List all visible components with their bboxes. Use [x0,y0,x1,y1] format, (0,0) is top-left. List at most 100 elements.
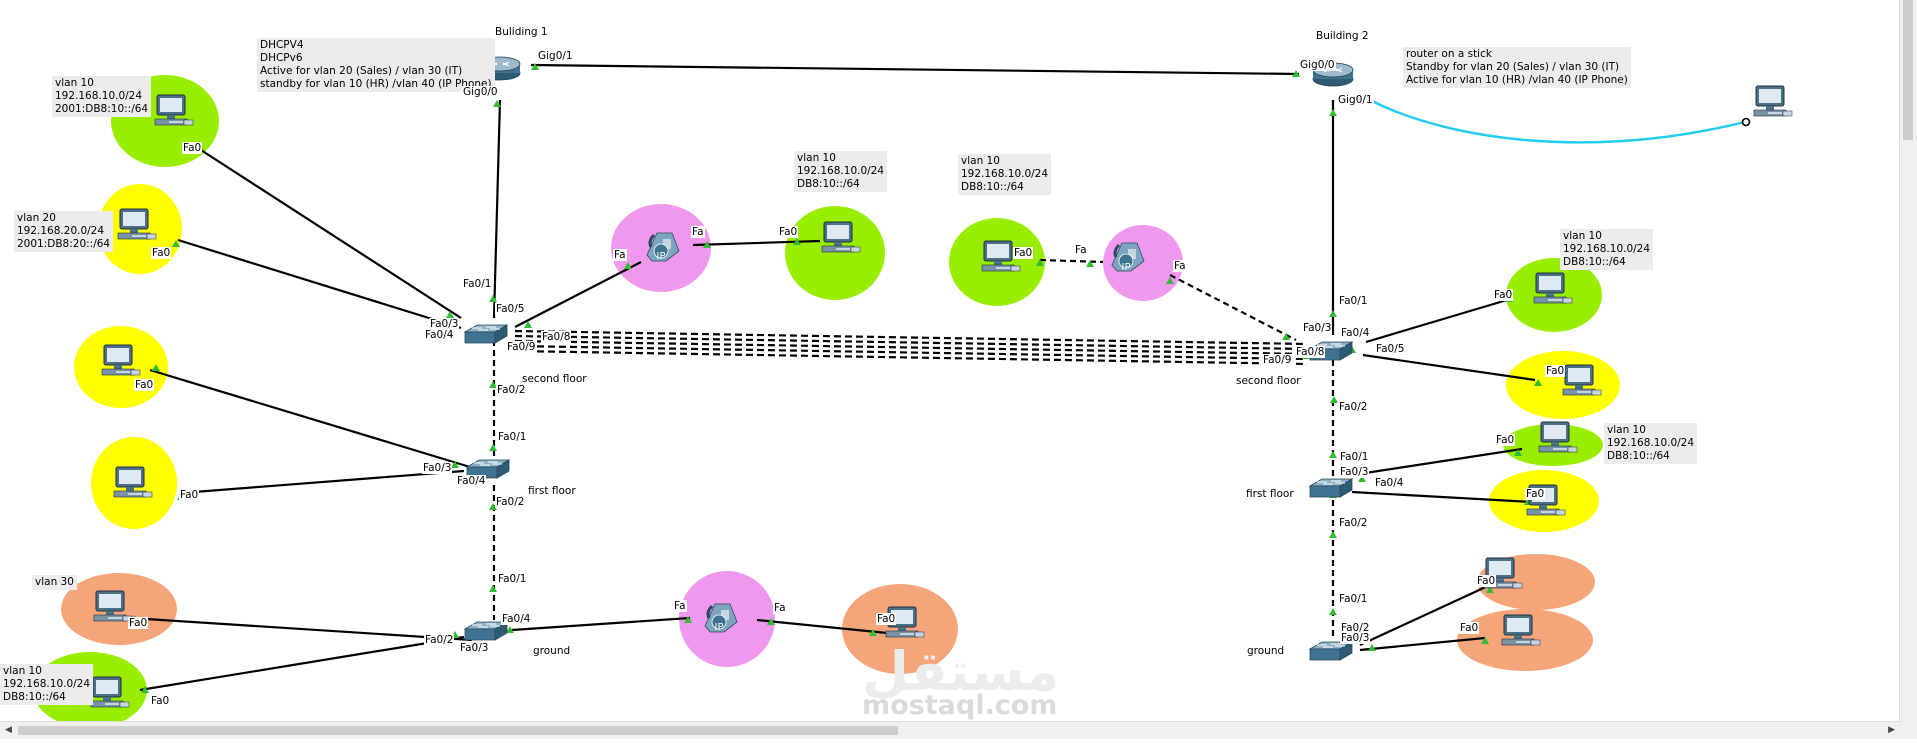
router-router-link [530,63,1300,76]
port-label: Fa0/2 [1340,622,1371,634]
port-label: Gig0/1 [1337,94,1374,106]
etherchannel-link [514,339,1308,356]
building-1-title: Buliding 1 [495,26,548,38]
switch-right-first-floor [1309,478,1353,498]
port-label: Fa0/4 [1374,477,1405,489]
pc-note: vlan 20 192.168.20.0/24 2001:DB8:20::/64 [14,211,114,252]
pc-note: vlan 10 192.168.10.0/24 2001:DB8:10::/64 [52,76,152,117]
link [1351,490,1533,504]
port-label: Fa0 [1459,622,1480,634]
pc-note: vlan 10 192.168.10.0/24 DB8:10::/64 [1604,423,1698,464]
pc-note: vlan 10 192.168.10.0/24 DB8:10::/64 [794,151,888,192]
port-label: Fa0/1 [1338,593,1369,605]
horizontal-scroll-thumb[interactable] [18,726,898,735]
port-label: Fa0 [151,247,172,259]
port-label: Fa0/1 [497,573,528,585]
port-label: Fa0 [1525,488,1546,500]
port-label: Fa0/4 [456,475,487,487]
link [1359,584,1491,646]
port-label: Fa0 [876,613,897,625]
port-label: Fa0/8 [541,331,572,343]
port-label: Fa0/1 [462,278,493,290]
link [511,616,691,632]
link [1362,353,1536,382]
port-label: Fa [773,602,787,614]
switch-left-second-floor [464,324,508,344]
router1-note: DHCPV4 DHCPv6 Active for vlan 20 (Sales)… [257,38,495,92]
port-label: Fa0 [179,489,200,501]
vertical-scrollbar[interactable] [1899,0,1917,722]
ip-phone-label: IP [657,251,666,262]
pc-note: vlan 10 192.168.10.0/24 DB8:10::/64 [0,664,94,705]
link [514,261,642,328]
floor-label: second floor [1235,375,1302,387]
ip-phone-label: IP [1122,262,1131,273]
port-label: Fa0/3 [429,318,460,330]
dashed-link [1169,274,1297,341]
port-label: Fa [691,226,705,238]
console-cable [1371,99,1746,144]
floor-label: ground [532,645,572,657]
scrollbar-corner [1900,722,1917,739]
link [145,617,473,642]
pc-cloud-yellow [1506,351,1620,419]
port-label: Fa0/2 [1338,401,1369,413]
port-label: Fa0/1 [1339,451,1370,463]
etherchannel-link [514,344,1308,361]
watermark-arabic: مستقل [862,640,1060,703]
port-label: Fa [673,600,687,612]
port-label: Gig0/1 [537,50,574,62]
port-label: Fa [1074,244,1088,256]
port-label: Fa0/3 [1302,322,1333,334]
scroll-right-arrow-icon[interactable]: ▶ [1888,725,1895,735]
pc-note: vlan 10 192.168.10.0/24 DB8:10::/64 [1560,229,1654,270]
r1-switch-link [492,99,502,319]
port-label: Fa0 [150,695,171,707]
port-label: Fa0/3 [422,462,453,474]
port-label: Fa0/8 [1295,346,1326,358]
dashed-link [1039,258,1104,264]
port-label: Fa0/2 [1338,517,1369,529]
link [177,238,462,330]
port-label: Fa0/2 [496,384,527,396]
pc-note: vlan 10 192.168.10.0/24 DB8:10::/64 [958,154,1052,195]
link [1351,447,1523,477]
port-label: Fa0/1 [497,431,528,443]
port-label: Fa0/5 [1375,343,1406,355]
watermark-latin: mostaql.com [862,690,1058,721]
horizontal-scrollbar[interactable]: ◀ ▶ [0,721,1900,739]
port-label: Fa0 [128,617,149,629]
port-label: Fa0/4 [501,613,532,625]
port-label: Fa0 [182,142,203,154]
link [139,635,465,692]
floor-label: first floor [527,485,577,497]
building-2-title: Building 2 [1316,30,1369,42]
link [1359,636,1486,652]
port-label: Fa0 [134,379,155,391]
link [180,469,465,495]
port-label: Fa0/3 [1339,466,1370,478]
etherchannel-link [514,349,1308,366]
port-label: Fa0/3 [1340,632,1371,644]
port-label: Fa0 [1013,247,1034,259]
port-label: Fa0/2 [495,496,526,508]
port-label: Gig0/0 [462,86,499,98]
link [1365,298,1508,344]
floor-label: ground [1246,645,1286,657]
port-label: Fa0 [1545,365,1566,377]
floor-label: second floor [521,373,588,385]
switch-right-ground [1309,641,1353,661]
vlan10-cloud [785,206,885,300]
vertical-scroll-thumb[interactable] [1903,0,1913,140]
port-label: Fa [1173,260,1187,272]
pc-console [1753,85,1793,117]
port-label: Gig0/0 [1299,59,1336,71]
port-label: Fa0 [1493,289,1514,301]
links [139,63,1536,692]
port-label: Fa0/4 [424,329,455,341]
port-label: Fa0/9 [506,341,537,353]
port-label: Fa0/1 [1338,295,1369,307]
scroll-left-arrow-icon[interactable]: ◀ [5,725,12,735]
